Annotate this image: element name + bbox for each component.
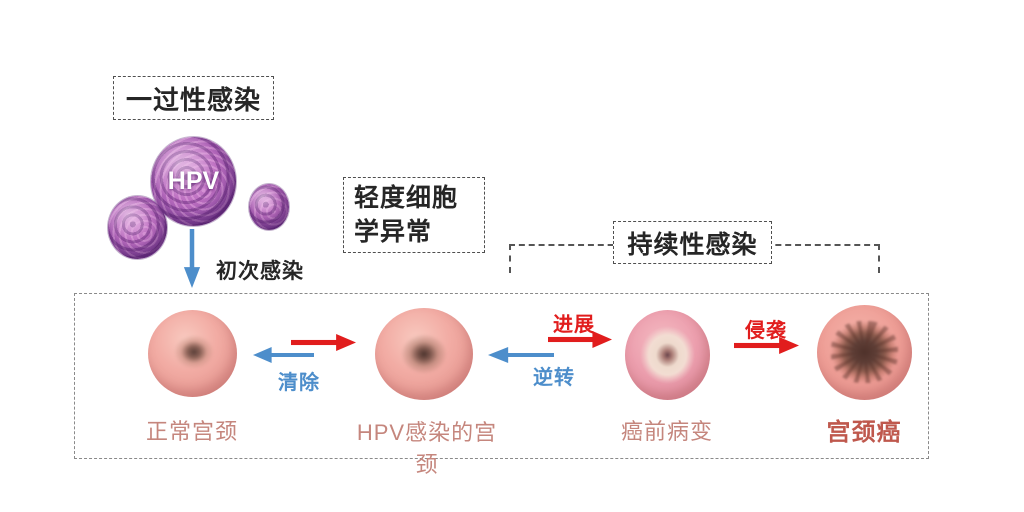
stage-label-cervical-cancer: 宫颈癌: [826, 419, 902, 446]
persistent-infection-label: 持续性感染: [627, 230, 758, 259]
stage-label-normal-cervix: 正常宫颈: [145, 419, 238, 444]
hpv-virus-particle-small-left: [108, 196, 167, 259]
progression-flow-box: [74, 293, 929, 459]
lesion-patch: [640, 326, 695, 384]
infection-forward-arrow-icon: [291, 334, 356, 351]
invasion-label: 侵袭: [745, 320, 787, 342]
hpv-label: HPV: [167, 167, 220, 195]
clearance-label: 清除: [278, 372, 320, 394]
precancerous-lesion-image: [625, 310, 710, 400]
reversal-backward-arrow-icon: [488, 347, 554, 363]
transient-infection-label: 一过性感染: [125, 84, 261, 115]
mild-cytology-line2: 学异常: [354, 218, 433, 246]
progression-label: 进展: [553, 314, 595, 336]
transient-infection-box: 一过性感染: [113, 76, 274, 120]
cervix-os: [174, 335, 214, 369]
clearance-backward-arrow-icon: [253, 347, 314, 363]
initial-infection-label: 初次感染: [216, 260, 304, 283]
mild-cytology-box: 轻度细胞 学异常: [343, 177, 485, 253]
reversal-label: 逆转: [533, 367, 575, 389]
hpv-infected-cervix-image: [375, 308, 473, 400]
tumor-mass: [831, 321, 898, 383]
stage-label-precancerous-lesion: 癌前病变: [620, 419, 713, 444]
cervix-os: [401, 334, 447, 374]
hpv-virus-particle-small-right: [249, 184, 289, 230]
mild-cytology-line1: 轻度细胞: [354, 184, 459, 212]
hpv-virus-particle-large: [151, 137, 236, 226]
persistent-infection-box: 持续性感染: [613, 221, 772, 264]
initial-infection-arrow-icon: [183, 229, 201, 288]
progression-forward-arrow-icon: [548, 331, 612, 348]
stage-label-hpv-infected-cervix: HPV感染的宫颈: [356, 420, 498, 477]
invasion-forward-arrow-icon: [734, 337, 799, 354]
normal-cervix-image: [148, 310, 237, 397]
cervical-cancer-image: [817, 305, 912, 400]
